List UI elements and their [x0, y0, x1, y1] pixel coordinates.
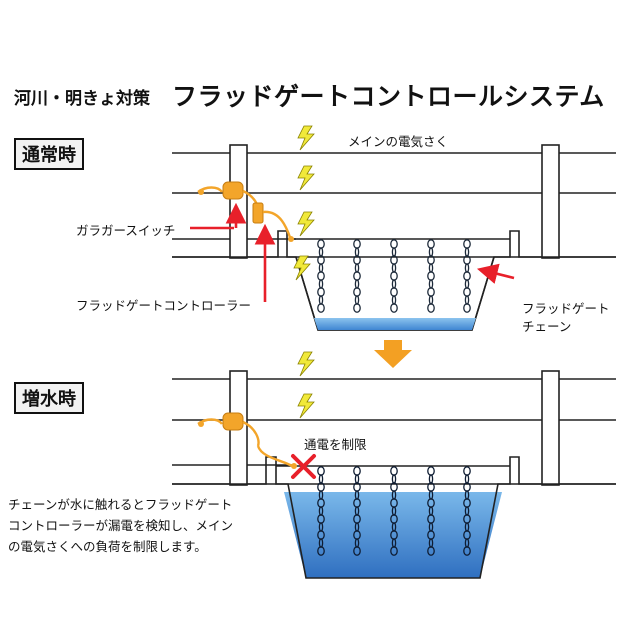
chain-link [463, 546, 471, 556]
title-prefix: 河川・明きょ対策 [14, 89, 150, 109]
chain-link [390, 271, 398, 281]
chain [317, 239, 325, 313]
chain-link [464, 263, 470, 273]
flood-gate-chains-submerged [317, 466, 471, 556]
chain-link [463, 287, 471, 297]
chain-link [391, 474, 397, 484]
chain-link [391, 247, 397, 257]
chain-link [427, 271, 435, 281]
flood-gate-controller [252, 202, 264, 224]
chain-link [391, 295, 397, 305]
chain-link [463, 271, 471, 281]
chain-link [318, 279, 324, 289]
chain-link [463, 466, 471, 476]
chain-link [427, 466, 435, 476]
chain [463, 466, 471, 556]
chain [427, 239, 435, 313]
caption-line: の電気さくへの負荷を制限します。 [8, 539, 207, 554]
lightning-icon [297, 125, 315, 151]
lightning-icon [297, 211, 315, 237]
lightning-icon [297, 165, 315, 191]
chain-link [390, 303, 398, 313]
chain-link [463, 303, 471, 313]
caption-line: チェーンが水に触れるとフラッドゲート [8, 497, 233, 512]
controller-label: フラッドゲートコントローラー [76, 298, 252, 313]
chain-link [463, 239, 471, 249]
chain-link [427, 239, 435, 249]
chain-link [427, 546, 435, 556]
switch-label: ガラガースイッチ [76, 223, 176, 238]
lightning-icon [293, 255, 311, 281]
chain-link [318, 247, 324, 257]
chain-link [353, 287, 361, 297]
chain-link [391, 279, 397, 289]
chain-link [464, 295, 470, 305]
lightning-icon [297, 351, 315, 377]
chain-link [353, 271, 361, 281]
chain-link [353, 239, 361, 249]
chain-link [318, 263, 324, 273]
chain-link [354, 295, 360, 305]
chain-link [317, 287, 325, 297]
chain-link [390, 466, 398, 476]
water-low [314, 318, 476, 330]
chain-link [317, 466, 325, 476]
chain-label-line2: チェーン [522, 319, 572, 334]
lightning-icon [297, 393, 315, 419]
chain-link [390, 239, 398, 249]
chain-link [318, 474, 324, 484]
chain-link [428, 295, 434, 305]
water-high [284, 492, 502, 578]
chain-link [390, 287, 398, 297]
x-mark-icon [291, 454, 316, 479]
chain-link [318, 295, 324, 305]
chain-link [428, 279, 434, 289]
chain-link [390, 546, 398, 556]
chain [390, 239, 398, 313]
chain-link [353, 466, 361, 476]
section-heading-normal: 通常時 [14, 138, 84, 170]
flood-gate-chains [317, 239, 471, 313]
chain-link [428, 474, 434, 484]
page-title: フラッドゲートコントロールシステム [172, 82, 605, 111]
chain [463, 239, 471, 313]
normal-panel [172, 125, 616, 331]
fence-label: メインの電気さく [348, 134, 449, 149]
chain-label-line1: フラッドゲート [522, 301, 610, 316]
chain-link [464, 279, 470, 289]
chain-link [464, 474, 470, 484]
limit-label: 通電を制限 [304, 437, 367, 452]
chain-link [391, 263, 397, 273]
chain-link [354, 263, 360, 273]
down-arrow-icon [374, 340, 412, 368]
gallagher-switch [222, 181, 244, 200]
chain-link [317, 546, 325, 556]
chain-link [464, 247, 470, 257]
chain-link [317, 303, 325, 313]
chain [353, 466, 361, 556]
fence-post-right [541, 144, 560, 259]
chain-link [353, 303, 361, 313]
chain [427, 466, 435, 556]
chain-link [427, 303, 435, 313]
chain-link [428, 247, 434, 257]
chain-link [354, 247, 360, 257]
chain-link [317, 239, 325, 249]
chain-link [353, 546, 361, 556]
flood-panel [172, 351, 616, 579]
chain-link [354, 279, 360, 289]
explanation-caption: チェーンが水に触れるとフラッドゲート コントローラーが漏電を検知し、メイン の電… [8, 494, 233, 557]
section-heading-flood: 増水時 [14, 382, 84, 414]
chain-link [354, 474, 360, 484]
chain-link [428, 263, 434, 273]
chain [390, 466, 398, 556]
chain [317, 466, 325, 556]
chain-link [317, 271, 325, 281]
chain [353, 239, 361, 313]
chain-link [427, 287, 435, 297]
caption-line: コントローラーが漏電を検知し、メイン [8, 518, 234, 533]
fence-post-left [229, 144, 248, 259]
